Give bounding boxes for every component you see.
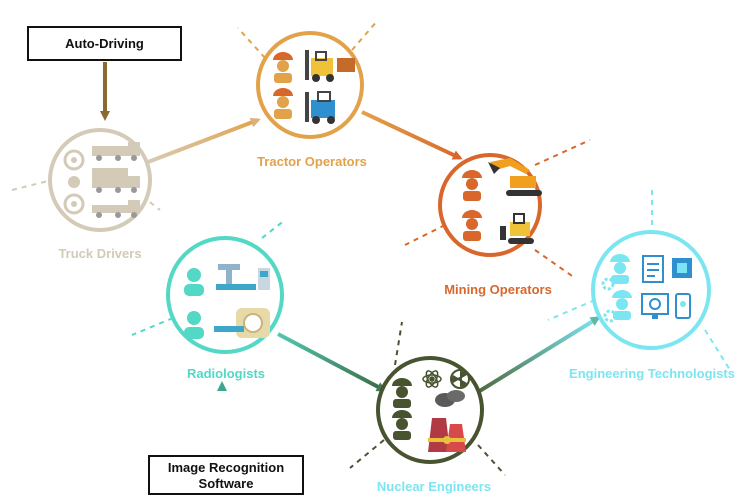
decorative-dashed-rays — [11, 19, 731, 476]
tractor-icons — [273, 50, 355, 124]
flatbed-truck-icon — [92, 200, 140, 218]
x-ray-machine-icon — [216, 264, 270, 290]
forklift-icon — [305, 50, 355, 82]
covered-truck-icon — [92, 168, 140, 193]
label-nuclear-engineers: Nuclear Engineers — [376, 479, 492, 494]
blueprint-icon — [642, 255, 664, 283]
chip-icon — [672, 258, 692, 278]
gear-icon — [601, 277, 617, 323]
label-truck-drivers: Truck Drivers — [58, 246, 142, 261]
flatbed-truck-icon — [92, 142, 140, 161]
mining-icons — [462, 158, 542, 244]
worker-icon — [610, 254, 630, 284]
truck-icons — [63, 142, 140, 218]
worker-icon — [392, 410, 412, 440]
label-engineering-technologists: Engineering Technologists — [569, 366, 735, 381]
monitor-icon — [641, 293, 669, 319]
arrow-radiology-to-nuclear — [277, 332, 387, 392]
label-tractor-operators: Tractor Operators — [257, 154, 367, 169]
worker-icon — [273, 88, 293, 119]
image-recognition-label-line2: Software — [198, 476, 254, 491]
arrow-truck-to-tractor — [147, 117, 261, 164]
worker-icon — [392, 378, 412, 408]
forklift-icon — [305, 91, 335, 124]
connector-arrows — [100, 62, 601, 455]
arrow-tractor-to-mining — [361, 110, 463, 160]
node-circles — [48, 31, 711, 464]
atom-icon — [422, 370, 442, 388]
auto-driving-box: Auto-Driving — [27, 26, 182, 61]
image-recognition-box: Image Recognition Software — [148, 455, 304, 495]
auto-driving-label: Auto-Driving — [65, 36, 144, 51]
radiation-icon — [450, 369, 470, 389]
arrow-nuclear-to-engineering — [476, 316, 601, 394]
label-mining-operators: Mining Operators — [444, 282, 552, 297]
tablet-icon — [675, 293, 691, 319]
person-icon — [184, 268, 204, 296]
excavator-icon — [488, 158, 542, 196]
mri-scanner-icon — [214, 308, 270, 338]
steering-wheel-icon — [63, 193, 85, 215]
engineering-icons — [601, 254, 692, 323]
nuclear-icons — [392, 369, 470, 452]
node-tractor-circle — [256, 31, 364, 139]
steering-wheel-icon — [63, 149, 85, 171]
image-recognition-label-line1: Image Recognition — [167, 460, 285, 475]
worker-icon — [273, 52, 293, 83]
bulldozer-icon — [500, 213, 534, 244]
worker-icon — [612, 290, 632, 320]
label-radiologists: Radiologists — [186, 366, 266, 381]
person-icon — [184, 311, 204, 339]
cooling-tower-icon — [428, 390, 466, 452]
worker-icon — [462, 210, 482, 241]
radiology-icons — [184, 264, 270, 339]
driver-head-icon — [68, 176, 80, 188]
worker-icon — [462, 170, 482, 201]
